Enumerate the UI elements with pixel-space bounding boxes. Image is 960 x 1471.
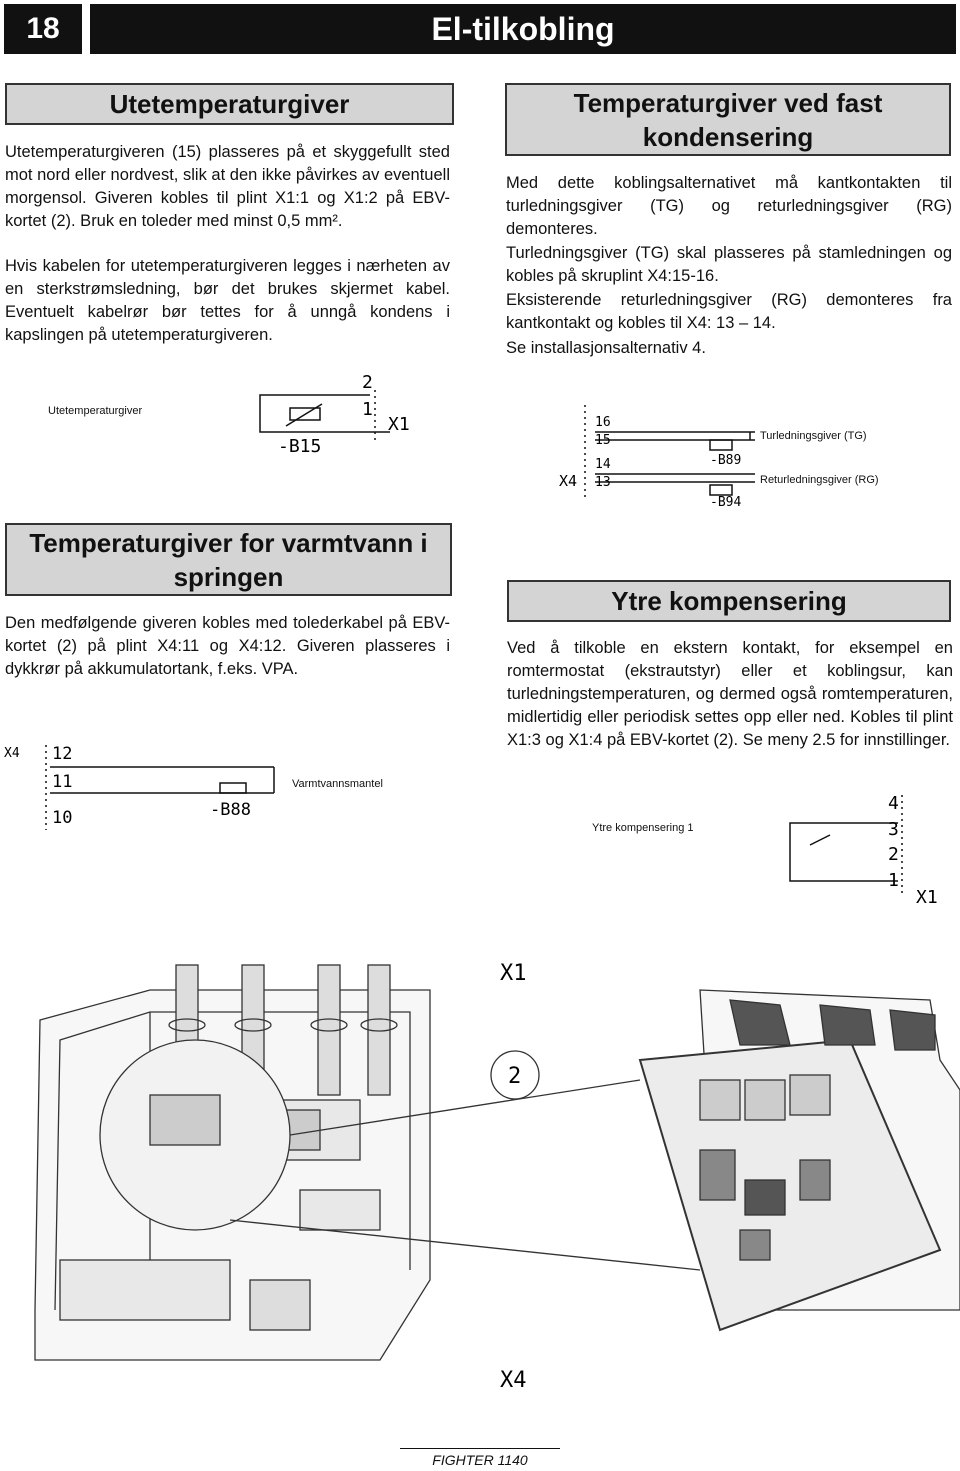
fast-kondensering-heading: Temperaturgiver ved fast kondensering [505, 83, 951, 156]
terminal-15: 15 [595, 433, 611, 448]
utetemp-heading: Utetemperaturgiver [5, 83, 454, 125]
ytre-terminal-1: 1 [888, 870, 899, 891]
utetemp-connector: X1 [388, 414, 410, 435]
switch-symbol [809, 834, 831, 846]
ytre-paragraph: Ved å tilkoble en ekstern kontakt, for e… [507, 639, 953, 749]
utetemp-diagram-label: Utetemperaturgiver [48, 405, 143, 417]
fast-kondensering-wiring-diagram: 16 15 14 13 X4 -B89 -B94 [559, 405, 755, 510]
page-title: El-tilkobling [90, 4, 956, 54]
utetemp-paragraph-2: Hvis kabelen for utetemperaturgiveren le… [5, 257, 450, 344]
fast-kondensering-paragraph-4: Se installasjonsalternativ 4. [506, 339, 706, 357]
thermistor-symbol [289, 407, 321, 421]
terminal-11: 11 [52, 772, 72, 792]
ytre-terminal-2: 2 [888, 844, 899, 865]
sensor-b88: -B88 [210, 800, 251, 820]
utetemp-wiring-diagram: 2 1 X1 -B15 [259, 372, 410, 457]
fast-kondensering-connector: X4 [559, 472, 577, 490]
label-varmtvannsmantel: Varmtvannsmantel [292, 778, 383, 790]
sensor-b89: -B89 [710, 453, 741, 468]
utetemp-paragraph-1: Utetemperaturgiveren (15) plasseres på e… [5, 143, 450, 230]
varmtvann-heading: Temperaturgiver for varmtvann i springen [5, 523, 452, 596]
illustration-label-2: 2 [508, 1064, 521, 1089]
terminal-13: 13 [595, 475, 611, 490]
ytre-terminal-4: 4 [888, 793, 899, 814]
label-ytre-kompensering: Ytre kompensering 1 [592, 822, 694, 834]
utetemp-sensor: -B15 [278, 436, 321, 457]
varmtvann-connector: X4 [4, 746, 20, 761]
terminal-12: 12 [52, 744, 72, 764]
illustration-label-x1: X1 [500, 961, 527, 986]
fast-kondensering-paragraph-3: Eksisterende returledningsgiver (RG) dem… [506, 291, 952, 332]
terminal-10: 10 [52, 808, 72, 828]
fast-kondensering-paragraph-1: Med dette koblingsalternativet må kantko… [506, 174, 952, 238]
label-returledningsgiver: Returledningsgiver (RG) [760, 474, 879, 486]
utetemp-terminal-2: 2 [362, 372, 373, 393]
thermistor-symbol-rg [709, 484, 733, 496]
ytre-terminal-3: 3 [888, 819, 899, 840]
varmtvann-paragraph: Den medfølgende giveren kobles med toled… [5, 614, 450, 678]
thermistor-symbol-b88 [219, 782, 247, 794]
ytre-connector: X1 [916, 887, 938, 908]
terminal-16: 16 [595, 415, 611, 430]
ytre-wiring-diagram: 4 3 2 1 X1 [789, 793, 938, 908]
fast-kondensering-paragraph-2: Turledningsgiver (TG) skal plasseres på … [506, 244, 952, 285]
utetemp-terminal-1: 1 [362, 399, 373, 420]
page-number: 18 [4, 4, 82, 54]
sensor-b94: -B94 [710, 495, 741, 510]
footer-model: FIGHTER 1140 [400, 1448, 560, 1469]
ytre-heading: Ytre kompensering [507, 580, 951, 622]
thermistor-symbol-tg [709, 439, 733, 451]
illustration-label-x4: X4 [500, 1368, 527, 1390]
varmtvann-wiring-diagram: X4 12 11 10 -B88 [4, 744, 275, 830]
cabinet-illustration: X1 2 X4 [34, 961, 960, 1390]
label-turledningsgiver: Turledningsgiver (TG) [760, 430, 867, 442]
terminal-14: 14 [595, 457, 611, 472]
